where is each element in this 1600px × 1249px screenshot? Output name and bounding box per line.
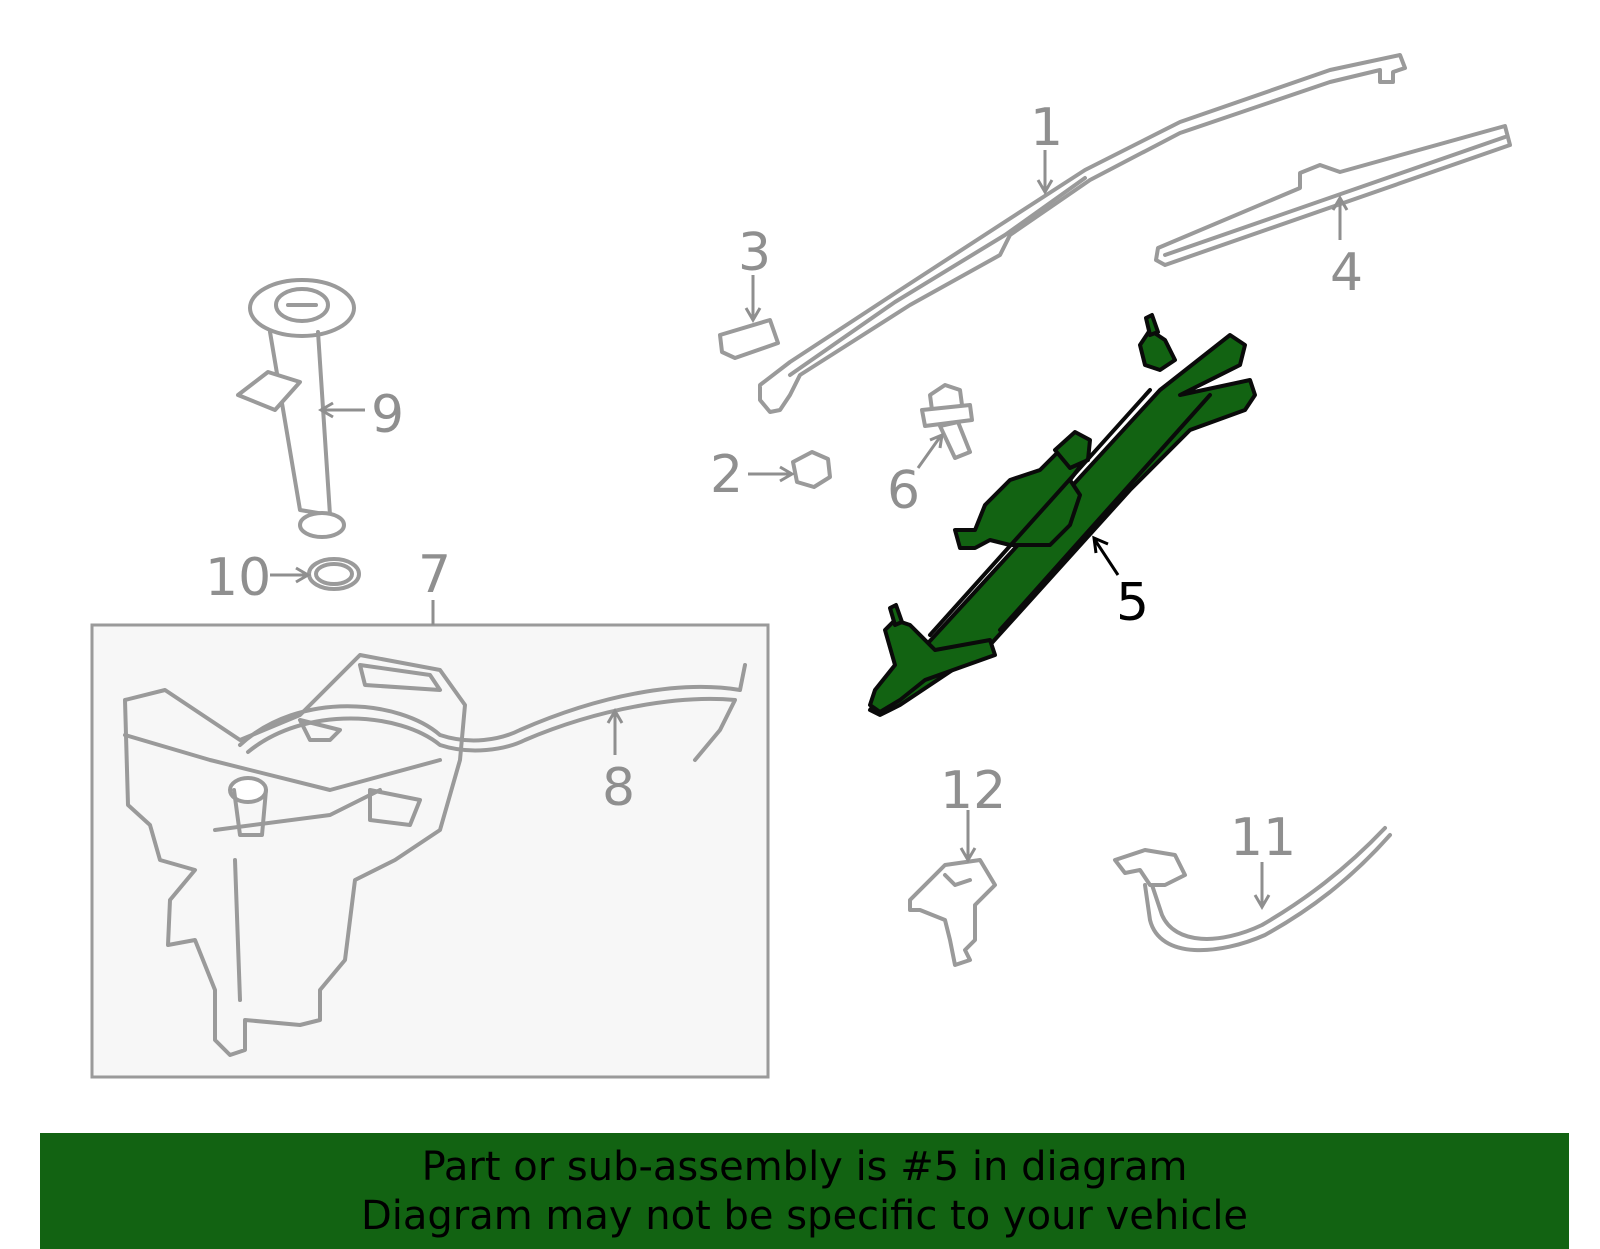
banner-line-2: Diagram may not be specific to your vehi… (360, 1193, 1249, 1239)
leader-5 (1092, 535, 1120, 576)
callout-2: 2 (710, 445, 743, 505)
leader-4 (1331, 195, 1349, 240)
leader-11 (1253, 862, 1271, 910)
part-8-hose[interactable] (238, 663, 747, 762)
part-1-wiper-arm[interactable] (758, 53, 1407, 414)
callout-6: 6 (887, 461, 920, 521)
info-banner: Part or sub-assembly is #5 in diagram Di… (40, 1133, 1569, 1249)
callout-7: 7 (418, 545, 451, 605)
leader-10 (270, 566, 311, 584)
callout-5: 5 (1116, 573, 1149, 633)
part-2-nut[interactable] (791, 450, 832, 489)
callout-10: 10 (205, 548, 271, 608)
part-11-nozzle-hose[interactable] (1113, 826, 1392, 953)
callout-4: 4 (1330, 243, 1363, 303)
callout-8: 8 (602, 758, 635, 818)
callout-12: 12 (940, 761, 1006, 821)
part-5-wiper-linkage-motor[interactable] (868, 313, 1257, 717)
callout-1: 1 (1030, 98, 1063, 158)
part-7-washer-reservoir-box[interactable] (90, 623, 770, 1079)
part-12-bracket[interactable] (908, 858, 997, 967)
callout-9: 9 (371, 385, 404, 445)
banner-line-1: Part or sub-assembly is #5 in diagram (421, 1144, 1188, 1190)
leader-6 (916, 432, 944, 469)
part-3-cap[interactable] (718, 318, 780, 360)
callout-11: 11 (1230, 808, 1296, 868)
part-6-bolt[interactable] (920, 383, 974, 460)
leader-12 (959, 810, 977, 863)
leader-1 (1036, 150, 1054, 195)
leader-9 (318, 401, 365, 419)
leader-2 (748, 465, 795, 483)
callout-3: 3 (738, 223, 771, 283)
leader-8 (606, 708, 624, 755)
leader-lines (270, 150, 1349, 910)
part-4-wiper-blade[interactable] (1154, 124, 1512, 267)
part-9-filler-neck[interactable] (236, 278, 356, 539)
leader-3 (744, 275, 762, 323)
part-10-o-ring[interactable] (307, 557, 361, 591)
